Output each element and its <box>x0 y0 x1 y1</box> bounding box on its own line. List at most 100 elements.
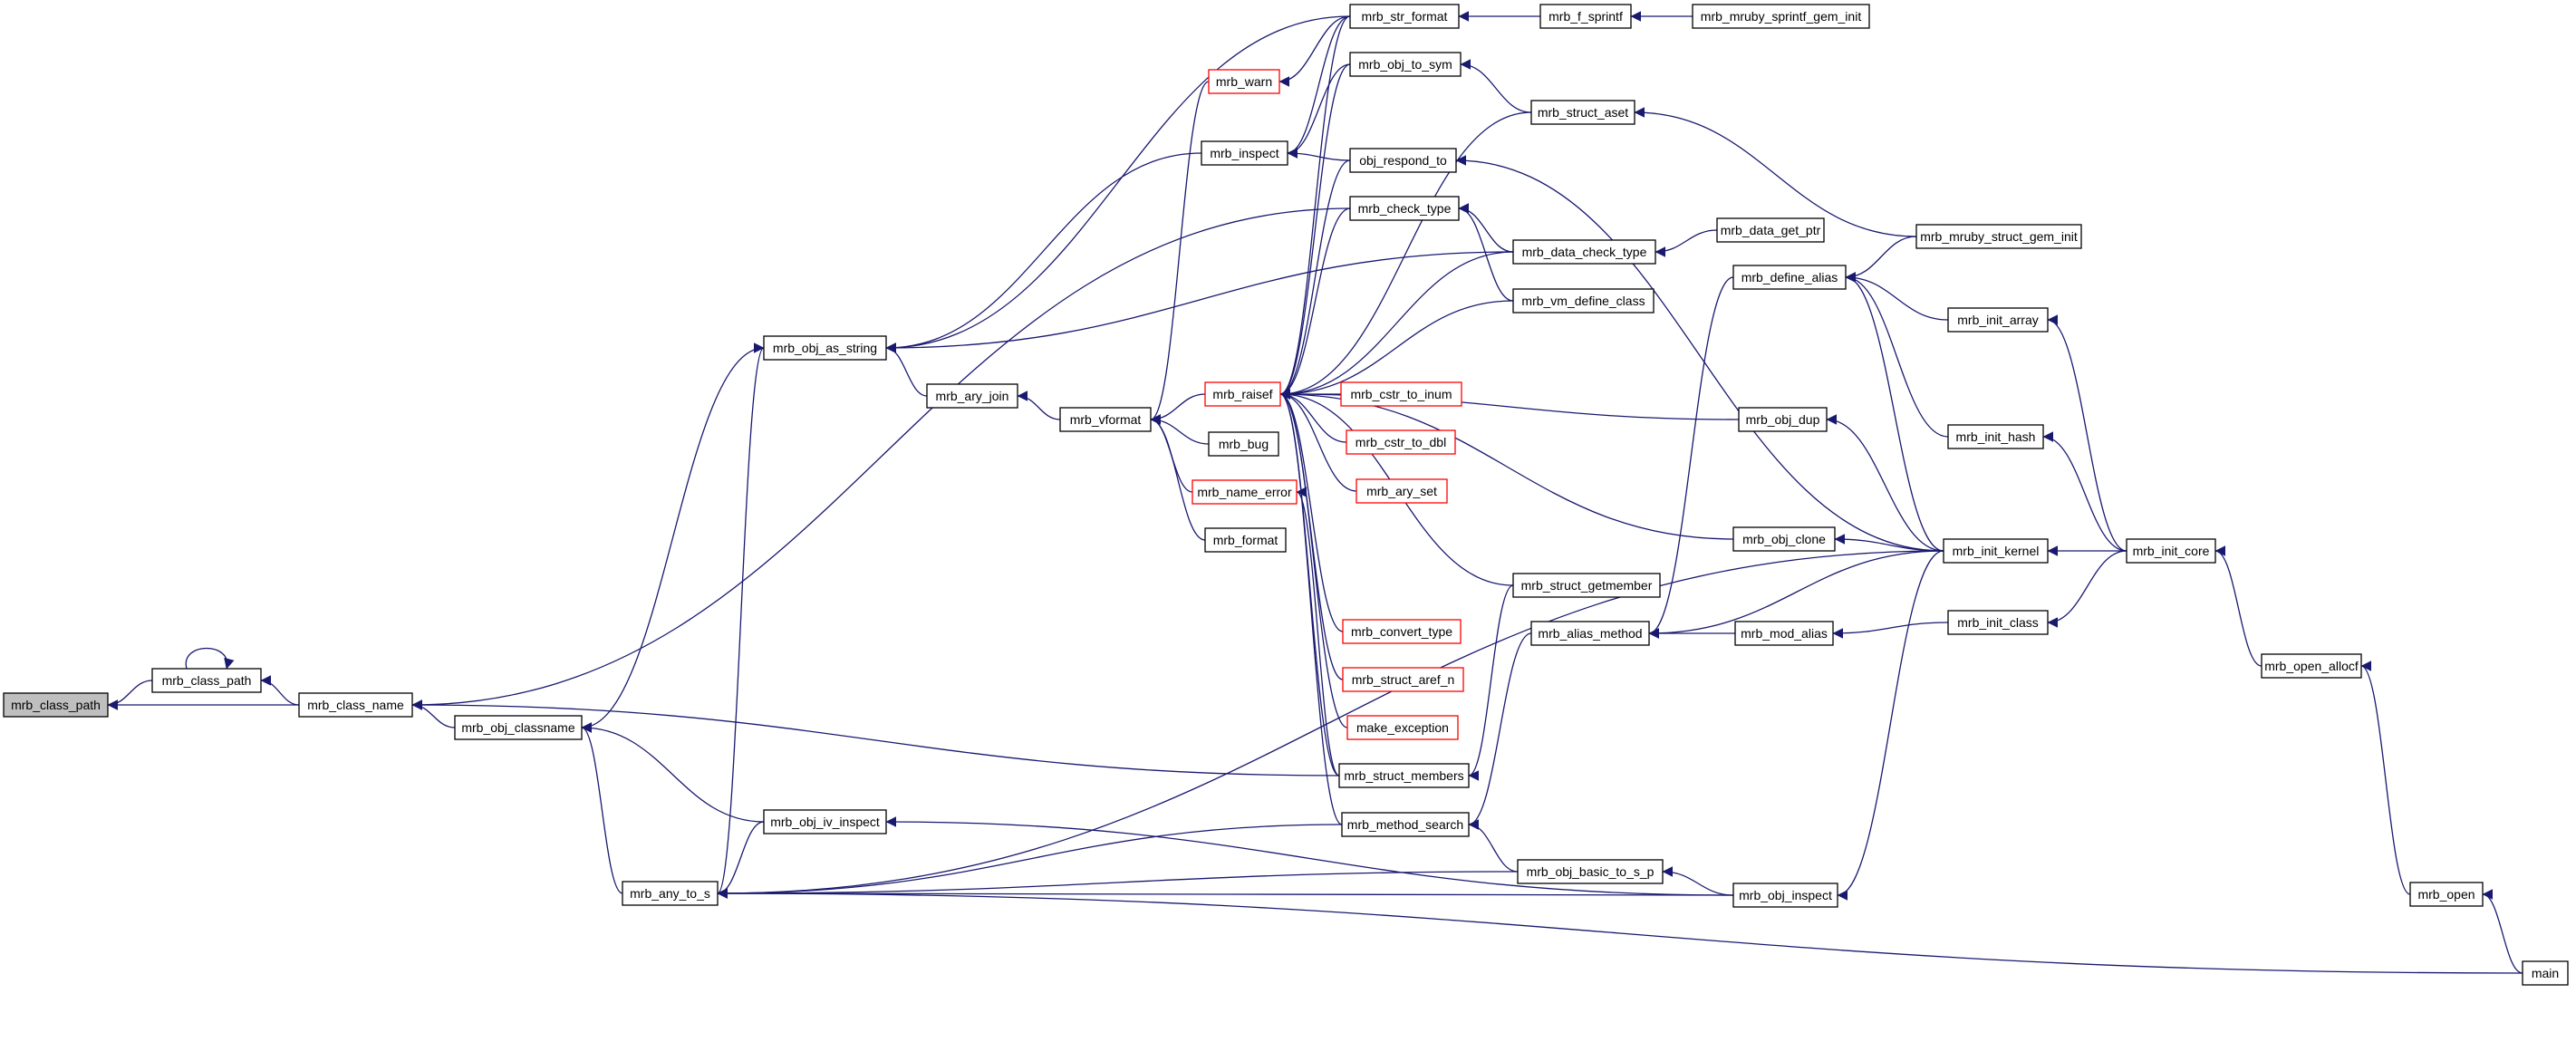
node-box-make_exception[interactable] <box>1346 715 1459 740</box>
node-box-mrb_obj_iv_inspect[interactable] <box>763 809 887 834</box>
node-box-mrb_open[interactable] <box>2409 882 2484 907</box>
node-mrb_f_sprintf[interactable]: mrb_f_sprintf <box>1539 4 1632 29</box>
node-box-mrb_cstr_to_dbl[interactable] <box>1346 429 1456 455</box>
node-mrb_obj_inspect[interactable]: mrb_obj_inspect <box>1732 883 1838 908</box>
node-mrb_init_class[interactable]: mrb_init_class <box>1947 610 2049 635</box>
node-mrb_alias_method[interactable]: mrb_alias_method <box>1530 621 1650 646</box>
node-mrb_obj_classname[interactable]: mrb_obj_classname <box>454 715 583 740</box>
node-mrb_struct_members[interactable]: mrb_struct_members <box>1338 763 1470 788</box>
node-make_exception[interactable]: make_exception <box>1346 715 1459 740</box>
node-box-mrb_warn[interactable] <box>1208 69 1280 94</box>
node-box-mrb_method_search[interactable] <box>1341 812 1470 837</box>
node-mrb_ary_set[interactable]: mrb_ary_set <box>1356 478 1448 504</box>
node-box-mrb_format[interactable] <box>1204 527 1287 553</box>
node-mrb_open_allocf[interactable]: mrb_open_allocf <box>2261 653 2362 679</box>
node-box-mrb_data_get_ptr[interactable] <box>1716 217 1825 243</box>
node-mrb_init_array[interactable]: mrb_init_array <box>1947 307 2049 333</box>
node-box-mrb_convert_type[interactable] <box>1342 619 1462 644</box>
node-box-mrb_mruby_struct_gem_init[interactable] <box>1915 224 2082 249</box>
node-box-mrb_open_allocf[interactable] <box>2261 653 2362 679</box>
node-mrb_str_format[interactable]: mrb_str_format <box>1349 4 1460 29</box>
node-box-mrb_check_type[interactable] <box>1349 196 1460 221</box>
node-box-mrb_obj_clone[interactable] <box>1732 526 1836 552</box>
node-box-mrb_class_path[interactable] <box>3 692 109 718</box>
node-box-mrb_alias_method[interactable] <box>1530 621 1650 646</box>
node-box-mrb_inspect[interactable] <box>1201 140 1288 166</box>
node-mrb_init_hash[interactable]: mrb_init_hash <box>1947 424 2044 449</box>
node-box-mrb_obj_inspect[interactable] <box>1732 883 1838 908</box>
node-mrb_mod_alias[interactable]: mrb_mod_alias <box>1734 621 1834 646</box>
node-mrb_obj_as_string[interactable]: mrb_obj_as_string <box>763 335 887 361</box>
node-mrb_raisef[interactable]: mrb_raisef <box>1204 381 1281 407</box>
node-box-mrb_f_sprintf[interactable] <box>1539 4 1632 29</box>
node-mrb_method_search[interactable]: mrb_method_search <box>1341 812 1470 837</box>
node-mrb_obj_dup[interactable]: mrb_obj_dup <box>1738 407 1828 432</box>
node-mrb_check_type[interactable]: mrb_check_type <box>1349 196 1460 221</box>
node-mrb_struct_getmember[interactable]: mrb_struct_getmember <box>1512 573 1661 598</box>
node-mrb_mruby_sprintf_gem_init[interactable]: mrb_mruby_sprintf_gem_init <box>1692 4 1870 29</box>
node-main[interactable]: main <box>2522 960 2569 986</box>
node-box-mrb_obj_basic_to_s_p[interactable] <box>1517 859 1664 884</box>
node-mrb_init_core[interactable]: mrb_init_core <box>2126 538 2216 564</box>
node-box-mrb_any_to_s[interactable] <box>622 881 719 906</box>
node-mrb_obj_to_sym[interactable]: mrb_obj_to_sym <box>1349 52 1462 77</box>
node-mrb_data_get_ptr[interactable]: mrb_data_get_ptr <box>1716 217 1825 243</box>
node-mrb_cstr_to_dbl[interactable]: mrb_cstr_to_dbl <box>1346 429 1456 455</box>
node-box-mrb_mruby_sprintf_gem_init[interactable] <box>1692 4 1870 29</box>
node-mrb_open[interactable]: mrb_open <box>2409 882 2484 907</box>
node-mrb_struct_aset[interactable]: mrb_struct_aset <box>1530 100 1635 125</box>
node-box-obj_respond_to[interactable] <box>1349 148 1457 173</box>
node-box-mrb_struct_aref_n[interactable] <box>1342 667 1464 692</box>
node-mrb_obj_clone[interactable]: mrb_obj_clone <box>1732 526 1836 552</box>
node-mrb_any_to_s[interactable]: mrb_any_to_s <box>622 881 719 906</box>
node-mrb_vm_define_class[interactable]: mrb_vm_define_class <box>1512 288 1655 313</box>
node-box-mrb_vformat[interactable] <box>1059 407 1152 432</box>
node-box-mrb_define_alias[interactable] <box>1732 265 1847 290</box>
node-box-mrb_struct_getmember[interactable] <box>1512 573 1661 598</box>
node-box-mrb_cstr_to_inum[interactable] <box>1340 381 1462 407</box>
node-box-mrb_obj_dup[interactable] <box>1738 407 1828 432</box>
node-box-mrb_class_path2[interactable] <box>151 668 262 693</box>
node-box-mrb_struct_members[interactable] <box>1338 763 1470 788</box>
node-box-mrb_vm_define_class[interactable] <box>1512 288 1655 313</box>
node-mrb_convert_type[interactable]: mrb_convert_type <box>1342 619 1462 644</box>
node-box-mrb_class_name[interactable] <box>298 692 413 718</box>
node-mrb_inspect[interactable]: mrb_inspect <box>1201 140 1288 166</box>
node-mrb_obj_iv_inspect[interactable]: mrb_obj_iv_inspect <box>763 809 887 834</box>
node-box-mrb_ary_set[interactable] <box>1356 478 1448 504</box>
node-box-mrb_init_hash[interactable] <box>1947 424 2044 449</box>
node-mrb_class_name[interactable]: mrb_class_name <box>298 692 413 718</box>
node-box-mrb_ary_join[interactable] <box>926 383 1018 409</box>
node-box-mrb_raisef[interactable] <box>1204 381 1281 407</box>
node-box-mrb_obj_to_sym[interactable] <box>1349 52 1462 77</box>
node-mrb_init_kernel[interactable]: mrb_init_kernel <box>1943 538 2049 564</box>
node-mrb_class_path2[interactable]: mrb_class_path <box>151 668 262 693</box>
node-mrb_cstr_to_inum[interactable]: mrb_cstr_to_inum <box>1340 381 1462 407</box>
node-box-main[interactable] <box>2522 960 2569 986</box>
node-box-mrb_init_core[interactable] <box>2126 538 2216 564</box>
node-box-mrb_bug[interactable] <box>1208 431 1279 457</box>
node-mrb_vformat[interactable]: mrb_vformat <box>1059 407 1152 432</box>
node-mrb_format[interactable]: mrb_format <box>1204 527 1287 553</box>
node-mrb_struct_aref_n[interactable]: mrb_struct_aref_n <box>1342 667 1464 692</box>
node-mrb_name_error[interactable]: mrb_name_error <box>1192 479 1298 505</box>
node-box-mrb_str_format[interactable] <box>1349 4 1460 29</box>
node-box-mrb_init_class[interactable] <box>1947 610 2049 635</box>
node-box-mrb_name_error[interactable] <box>1192 479 1298 505</box>
node-box-mrb_data_check_type[interactable] <box>1512 239 1656 265</box>
node-mrb_mruby_struct_gem_init[interactable]: mrb_mruby_struct_gem_init <box>1915 224 2082 249</box>
node-box-mrb_struct_aset[interactable] <box>1530 100 1635 125</box>
node-box-mrb_init_kernel[interactable] <box>1943 538 2049 564</box>
node-obj_respond_to[interactable]: obj_respond_to <box>1349 148 1457 173</box>
node-mrb_warn[interactable]: mrb_warn <box>1208 69 1280 94</box>
node-box-mrb_obj_as_string[interactable] <box>763 335 887 361</box>
node-mrb_data_check_type[interactable]: mrb_data_check_type <box>1512 239 1656 265</box>
node-mrb_obj_basic_to_s_p[interactable]: mrb_obj_basic_to_s_p <box>1517 859 1664 884</box>
node-box-mrb_mod_alias[interactable] <box>1734 621 1834 646</box>
node-box-mrb_init_array[interactable] <box>1947 307 2049 333</box>
node-box-mrb_obj_classname[interactable] <box>454 715 583 740</box>
node-mrb_ary_join[interactable]: mrb_ary_join <box>926 383 1018 409</box>
node-mrb_class_path[interactable]: mrb_class_path <box>3 692 109 718</box>
node-mrb_bug[interactable]: mrb_bug <box>1208 431 1279 457</box>
node-mrb_define_alias[interactable]: mrb_define_alias <box>1732 265 1847 290</box>
